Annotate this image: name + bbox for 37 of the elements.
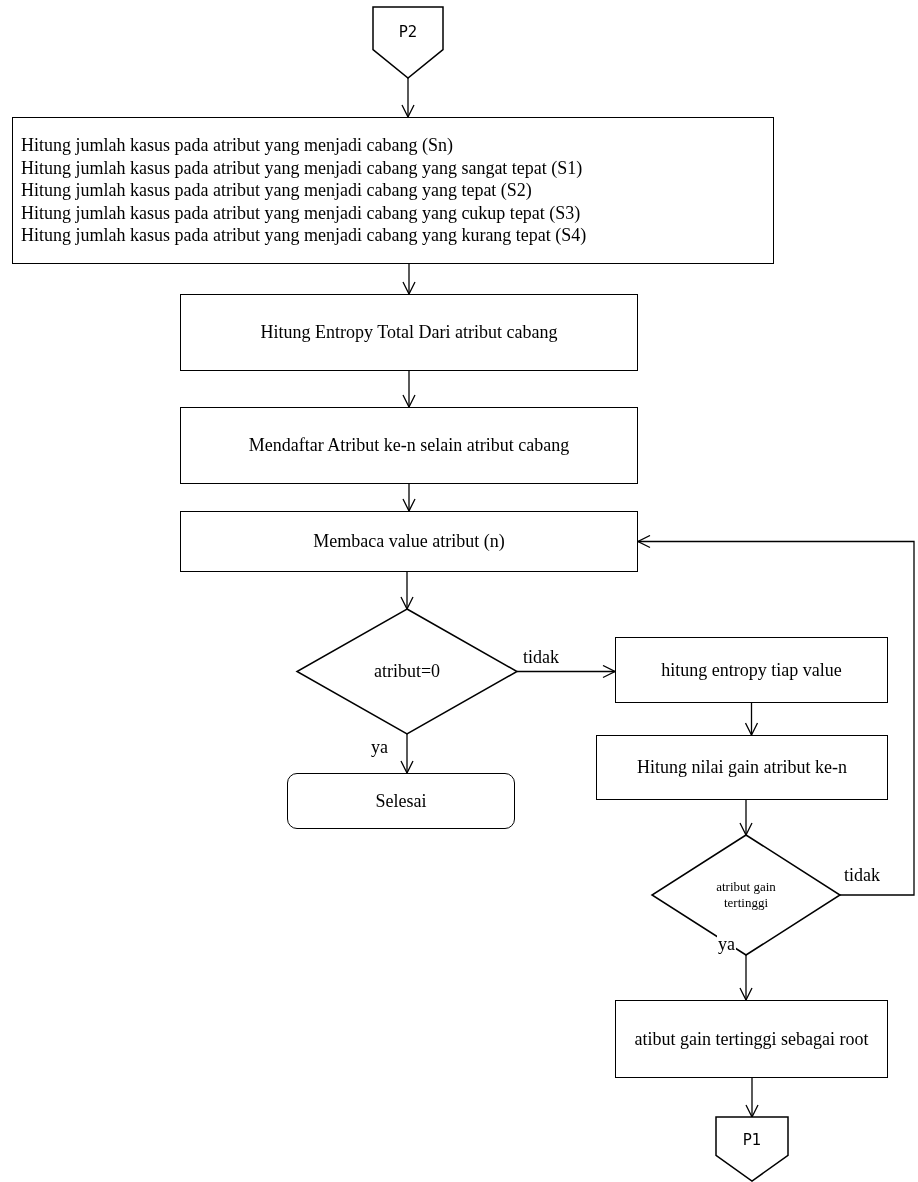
arrow	[400, 571, 414, 610]
box-text: Hitung Entropy Total Dari atribut cabang	[260, 321, 558, 344]
box-text: Membaca value atribut (n)	[313, 530, 505, 553]
box-text: Hitung jumlah kasus pada atribut yang menjadi cabang yang sangat tepat (S1)	[21, 156, 583, 180]
box-text: Mendaftar Atribut ke-n selain atribut cabang	[248, 434, 570, 457]
box-text: Hitung jumlah kasus pada atribut yang menjadi cabang (Sn)	[21, 134, 453, 157]
process-box	[615, 1000, 888, 1078]
edge-label: ya	[717, 935, 736, 955]
arrow	[739, 954, 753, 1001]
arrow	[402, 483, 416, 512]
box-text: hitung entropy tiap value	[661, 658, 842, 682]
process-box	[12, 117, 774, 264]
arrow	[744, 702, 759, 736]
box-text: atibut gain tertinggi sebagai root	[634, 1027, 869, 1051]
process-box	[180, 407, 638, 484]
box-text: Selesai	[375, 789, 427, 813]
process-box	[596, 735, 888, 800]
process-box	[615, 637, 888, 703]
decision-text: atribut gain tertinggi	[715, 878, 777, 912]
arrow	[637, 534, 915, 896]
box-text: Hitung nilai gain atribut ke-n	[637, 756, 847, 779]
box-text: Hitung jumlah kasus pada atribut yang menjadi cabang yang kurang tepat (S4)	[21, 224, 587, 247]
arrow	[402, 370, 416, 408]
connector-label: P2	[398, 22, 418, 42]
arrow	[400, 733, 414, 774]
connector-label: P1	[742, 1131, 762, 1150]
arrow	[739, 799, 753, 836]
process-box	[180, 294, 638, 371]
box-text: Hitung jumlah kasus pada atribut yang menjadi cabang yang cukup tepat (S3)	[21, 201, 581, 225]
terminator-box	[287, 773, 515, 829]
arrow	[401, 77, 415, 118]
process-box	[180, 511, 638, 572]
decision-text: atribut=0	[373, 660, 441, 683]
arrow	[745, 1077, 759, 1118]
arrow	[402, 263, 416, 295]
box-text: Hitung jumlah kasus pada atribut yang menjadi cabang yang tepat (S2)	[21, 179, 532, 202]
arrow	[516, 664, 616, 679]
